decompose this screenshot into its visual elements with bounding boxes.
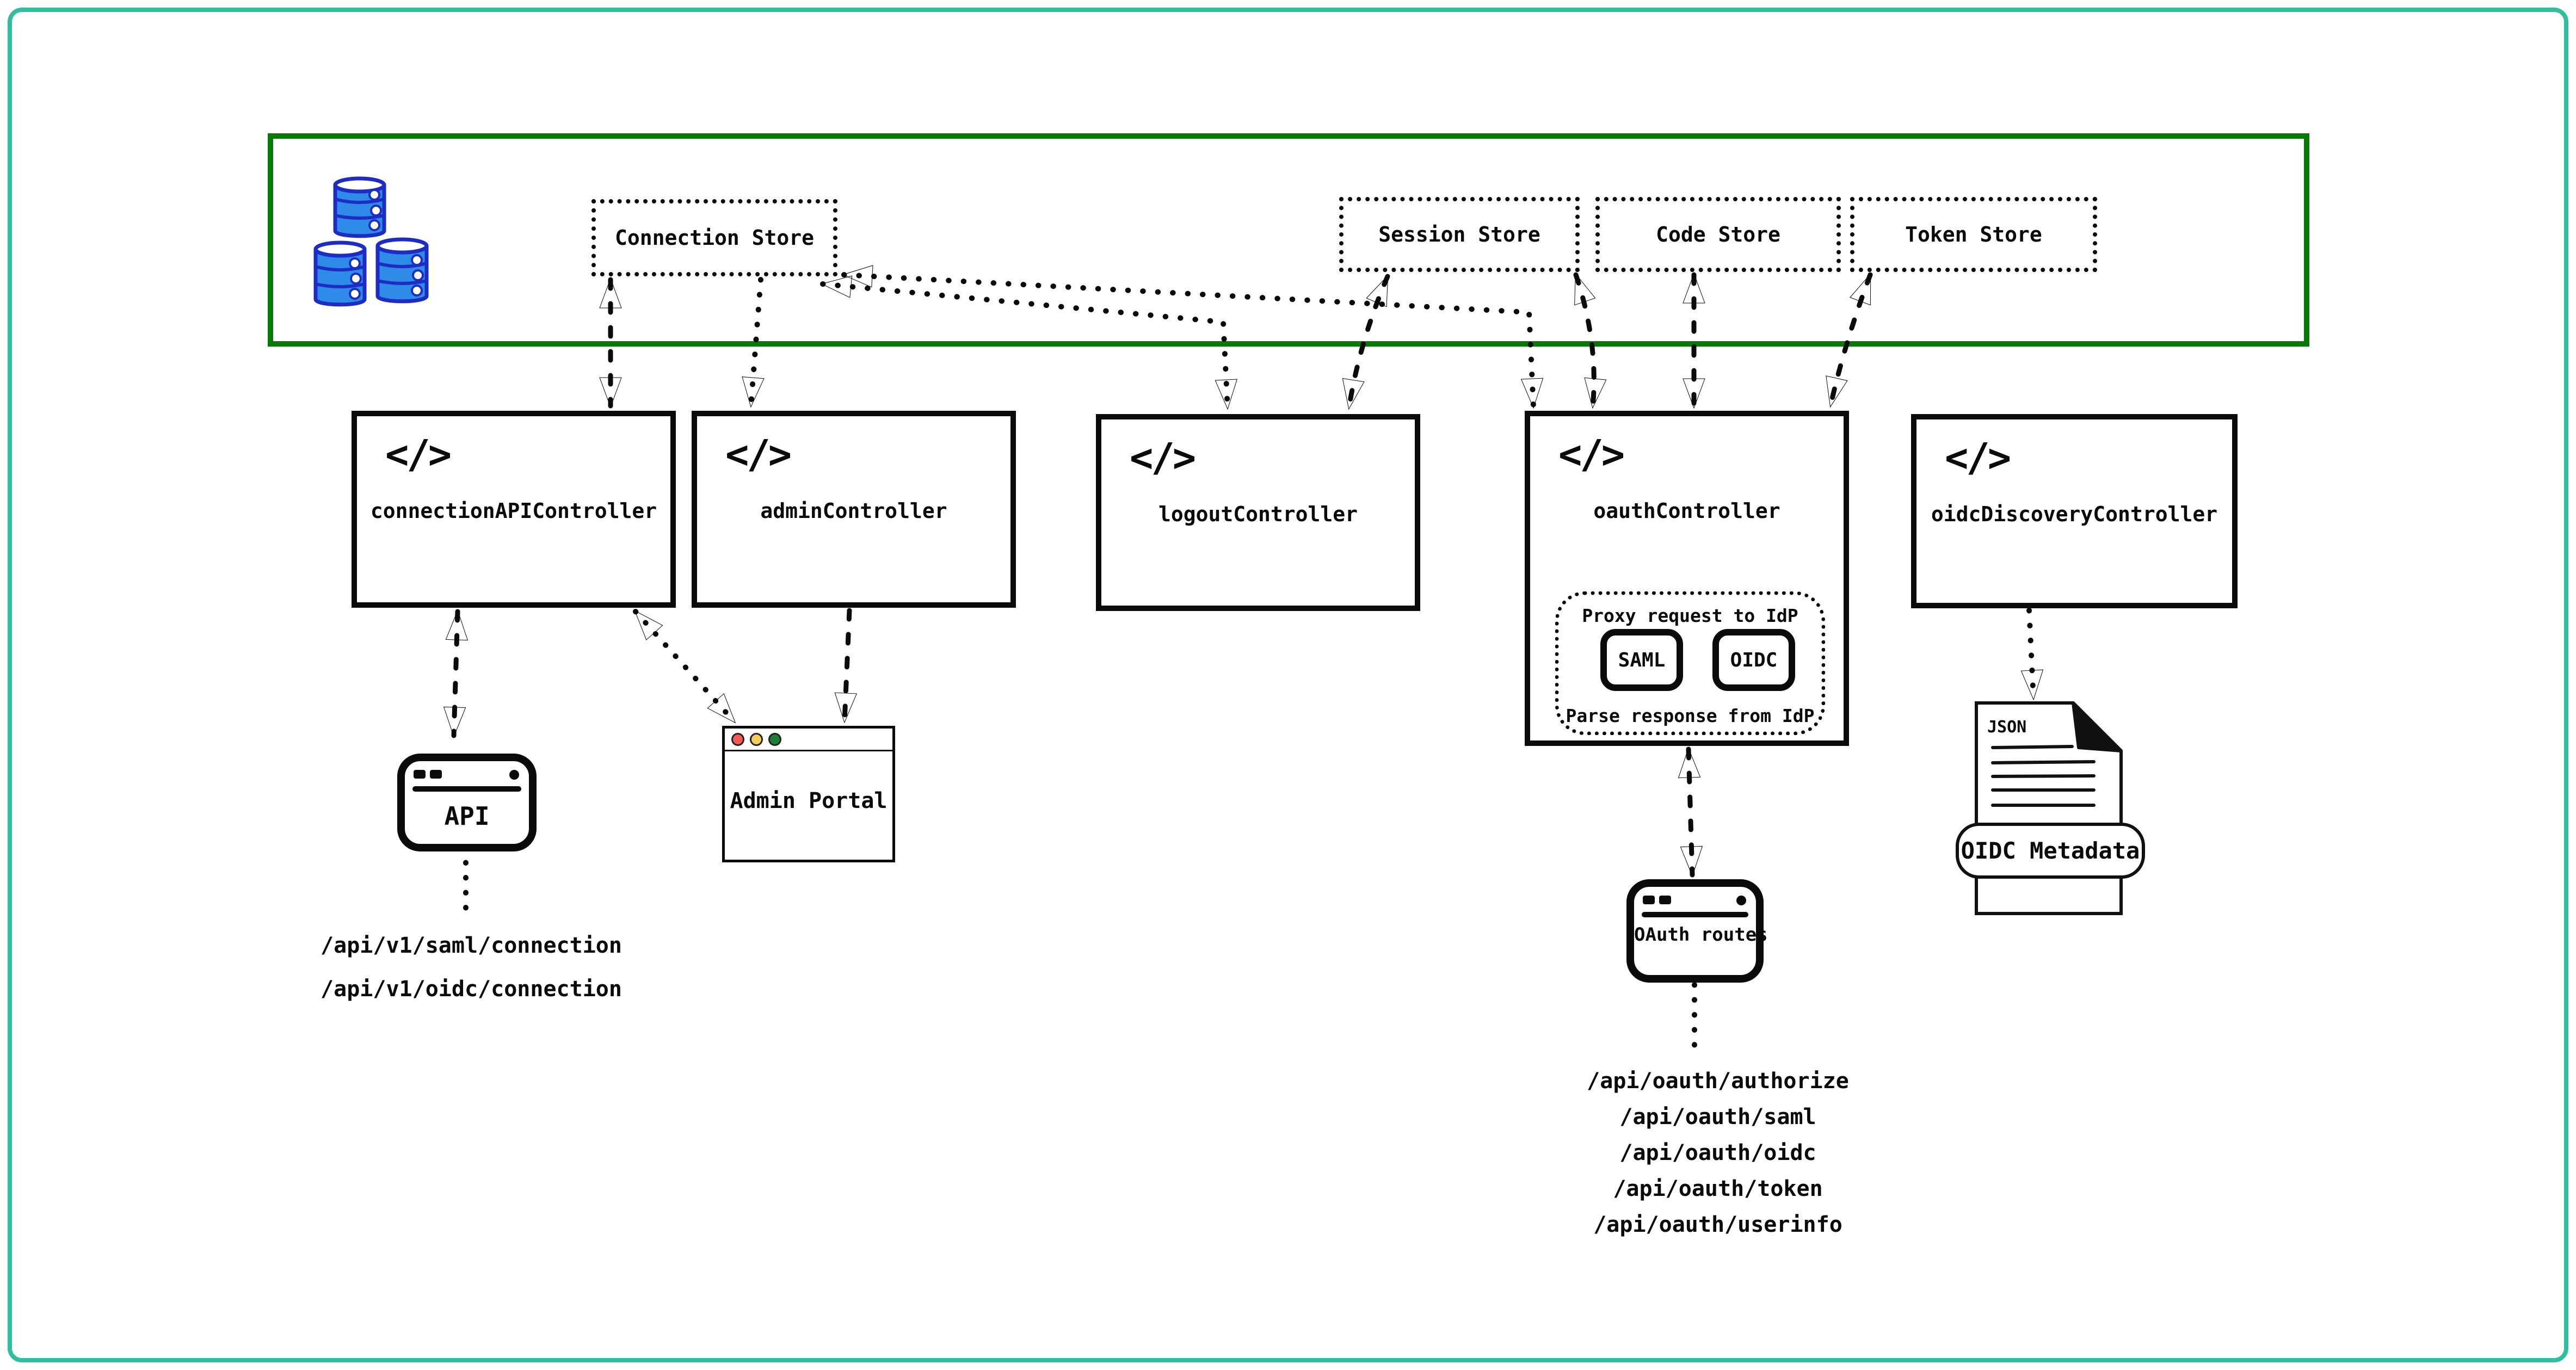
store-session-label: Session Store — [1378, 223, 1540, 246]
code-icon: </> — [725, 431, 792, 477]
store-code: Code Store — [1595, 197, 1841, 272]
saml-chip: SAML — [1600, 629, 1683, 691]
code-icon: </> — [1945, 435, 2011, 480]
admin-portal-titlebar — [725, 729, 892, 751]
admin-portal-window: Admin Portal — [722, 726, 895, 862]
store-connection-label: Connection Store — [614, 226, 815, 250]
window-dot-icon — [1736, 896, 1746, 905]
oauth-routes-label: OAuth routes — [1634, 924, 1768, 946]
close-icon — [731, 733, 744, 746]
oauth-routes-window: OAuth routes — [1626, 879, 1768, 983]
oidc-chip: OIDC — [1712, 629, 1795, 691]
endpoint: /api/v1/oidc/connection — [321, 977, 622, 1002]
controller-oidc-discovery: </> oidcDiscoveryController — [1911, 414, 2238, 608]
parse-response-label: Parse response from IdP — [1566, 705, 1815, 726]
api-window: API — [397, 754, 537, 851]
window-address-bar — [412, 786, 521, 792]
controller-label: oauthController — [1593, 499, 1780, 523]
window-tab-icon — [430, 770, 442, 779]
api-window-label: API — [444, 801, 490, 831]
code-icon: </> — [1130, 435, 1196, 480]
store-session: Session Store — [1339, 197, 1580, 272]
admin-portal-label: Admin Portal — [730, 788, 888, 813]
code-icon: </> — [385, 431, 452, 477]
store-connection: Connection Store — [591, 199, 837, 276]
window-tab-icon — [1643, 896, 1655, 904]
store-code-label: Code Store — [1656, 223, 1780, 246]
controller-label: oidcDiscoveryController — [1931, 502, 2218, 526]
endpoint: /api/oauth/saml — [1619, 1104, 1816, 1130]
oauth-endpoint-list: /api/oauth/authorize /api/oauth/saml /ap… — [1555, 1063, 1881, 1243]
oidc-chip-label: OIDC — [1730, 649, 1778, 671]
proxy-request-label: Proxy request to IdP — [1582, 605, 1798, 626]
endpoint: /api/v1/saml/connection — [321, 933, 622, 958]
store-token: Token Store — [1850, 197, 2097, 272]
idp-proxy-box: Proxy request to IdP SAML OIDC Parse res… — [1555, 591, 1825, 735]
window-dot-icon — [509, 770, 519, 780]
endpoint: /api/oauth/userinfo — [1593, 1212, 1842, 1237]
controller-connection-api: </> connectionAPIController — [352, 411, 676, 608]
minimize-icon — [750, 733, 763, 746]
controller-logout: </> logoutController — [1096, 414, 1420, 611]
store-token-label: Token Store — [1905, 223, 2042, 246]
api-endpoint-list: /api/v1/saml/connection /api/v1/oidc/con… — [303, 924, 640, 1011]
code-icon: </> — [1558, 431, 1625, 477]
endpoint: /api/oauth/authorize — [1587, 1069, 1849, 1094]
window-tab-icon — [1659, 896, 1671, 904]
saml-chip-label: SAML — [1618, 649, 1666, 671]
window-tab-icon — [414, 770, 426, 779]
controller-label: connectionAPIController — [370, 499, 657, 523]
endpoint: /api/oauth/token — [1613, 1176, 1823, 1201]
outer-frame — [8, 8, 2568, 1362]
controller-label: adminController — [760, 499, 947, 523]
controller-oauth: </> oauthController Proxy request to IdP… — [1525, 411, 1849, 746]
window-address-bar — [1642, 912, 1748, 917]
endpoint: /api/oauth/oidc — [1619, 1140, 1816, 1165]
controller-admin: </> adminController — [692, 411, 1016, 608]
controller-label: logoutController — [1158, 502, 1358, 526]
maximize-icon — [768, 733, 781, 746]
